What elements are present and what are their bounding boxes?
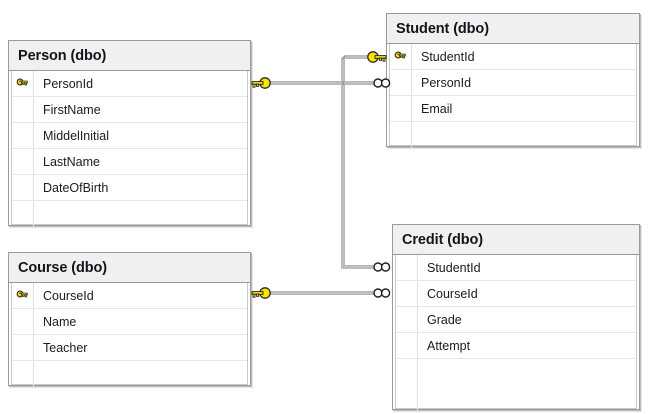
- field-row[interactable]: CourseId: [12, 283, 247, 309]
- field-gutter: [390, 96, 412, 121]
- infinity-icon-credit-courseid-endpoint: [373, 288, 391, 298]
- entity-title-student: Student (dbo): [396, 20, 489, 37]
- field-row[interactable]: MiddelInitial: [12, 123, 247, 149]
- entity-header-student[interactable]: Student (dbo): [387, 14, 639, 44]
- field-name: FirstName: [43, 102, 101, 117]
- entity-title-credit: Credit (dbo): [402, 231, 483, 248]
- field-row-empty[interactable]: [390, 122, 636, 148]
- entity-header-credit[interactable]: Credit (dbo): [393, 225, 639, 255]
- field-row[interactable]: Attempt: [396, 333, 636, 359]
- entity-header-course[interactable]: Course (dbo): [9, 253, 250, 283]
- key-icon: [12, 71, 34, 96]
- key-icon: [12, 283, 34, 308]
- field-gutter: [12, 361, 34, 387]
- field-name: CourseId: [427, 286, 478, 301]
- entity-title-course: Course (dbo): [18, 259, 108, 276]
- infinity-icon-student-personid-endpoint: [373, 78, 391, 88]
- field-row[interactable]: FirstName: [12, 97, 247, 123]
- field-name: PersonId: [43, 76, 94, 91]
- infinity-icon-credit-studentid-endpoint: [373, 262, 391, 272]
- field-row[interactable]: StudentId: [390, 44, 636, 70]
- key-icon-student-studentid-endpoint: [367, 51, 387, 63]
- field-gutter: [390, 122, 412, 148]
- field-row[interactable]: DateOfBirth: [12, 175, 247, 201]
- field-name: Email: [421, 101, 453, 116]
- field-name: MiddelInitial: [43, 128, 110, 143]
- field-gutter: [396, 333, 418, 358]
- field-row[interactable]: Name: [12, 309, 247, 335]
- link-person-student: [264, 58, 377, 83]
- field-row[interactable]: CourseId: [396, 281, 636, 307]
- field-gutter: [12, 123, 34, 148]
- field-name: Name: [43, 314, 77, 329]
- field-row[interactable]: Teacher: [12, 335, 247, 361]
- field-gutter: [12, 201, 34, 227]
- field-name: StudentId: [427, 260, 481, 275]
- field-gutter: [396, 307, 418, 332]
- field-row[interactable]: PersonId: [12, 71, 247, 97]
- field-gutter: [396, 359, 418, 385]
- field-gutter: [12, 335, 34, 360]
- field-row[interactable]: StudentId: [396, 255, 636, 281]
- field-row[interactable]: Email: [390, 96, 636, 122]
- field-row[interactable]: PersonId: [390, 70, 636, 96]
- field-gutter: [396, 385, 418, 411]
- field-gutter: [396, 281, 418, 306]
- field-row[interactable]: Grade: [396, 307, 636, 333]
- field-gutter: [12, 309, 34, 334]
- key-icon-course-courseid-endpoint: [251, 287, 271, 299]
- field-row-empty[interactable]: [396, 385, 636, 411]
- field-gutter: [12, 149, 34, 174]
- field-gutter: [12, 97, 34, 122]
- field-row-empty[interactable]: [12, 361, 247, 387]
- field-name: StudentId: [421, 49, 475, 64]
- entity-header-person[interactable]: Person (dbo): [9, 41, 250, 71]
- field-row-empty[interactable]: [12, 201, 247, 227]
- key-icon-person-personid-endpoint: [251, 77, 271, 89]
- field-name: Teacher: [43, 340, 88, 355]
- field-gutter: [12, 175, 34, 200]
- field-gutter: [390, 70, 412, 95]
- field-row[interactable]: LastName: [12, 149, 247, 175]
- field-gutter: [396, 255, 418, 280]
- field-name: CourseId: [43, 288, 94, 303]
- field-row-empty[interactable]: [396, 359, 636, 385]
- field-name: LastName: [43, 154, 100, 169]
- field-name: Grade: [427, 312, 462, 327]
- field-name: DateOfBirth: [43, 180, 109, 195]
- key-icon: [390, 44, 412, 69]
- field-name: Attempt: [427, 338, 471, 353]
- field-name: PersonId: [421, 75, 472, 90]
- entity-title-person: Person (dbo): [18, 47, 107, 64]
